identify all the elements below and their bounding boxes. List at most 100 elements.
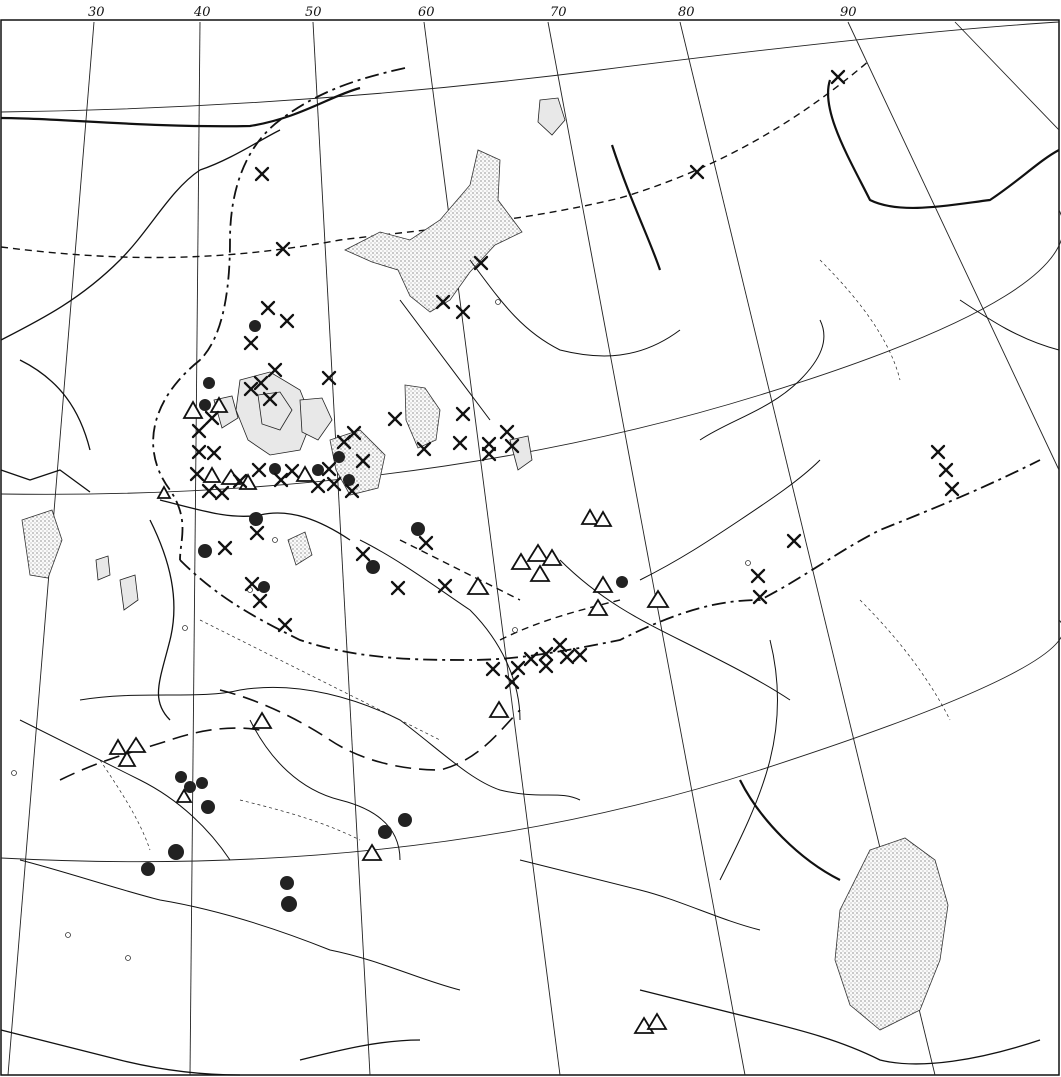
site-dot [366, 560, 380, 574]
site-cross [253, 375, 269, 391]
site-cross [499, 424, 515, 440]
site-cross [523, 651, 539, 667]
small-lakes [95, 97, 566, 611]
lon-label-70: 70 [550, 5, 567, 20]
lon-label-50: 50 [305, 5, 322, 20]
site-cross [452, 435, 468, 451]
site-cross [191, 423, 207, 439]
southeast-outline [639, 989, 1041, 1065]
white-sea [344, 149, 523, 313]
site-cross [251, 462, 267, 478]
site-dot [175, 771, 187, 783]
site-cross [786, 533, 802, 549]
site-cross [267, 362, 283, 378]
site-cross [243, 381, 259, 397]
site-cross [284, 463, 300, 479]
dashed-line-north [0, 59, 871, 259]
graticule-meridians [7, 21, 1060, 1076]
site-cross [275, 241, 291, 257]
cross-markers [189, 69, 960, 690]
site-cross [321, 461, 337, 477]
black-sea-coast [0, 1029, 421, 1076]
site-cross [204, 410, 220, 426]
lon-label-80: 80 [678, 5, 695, 20]
site-cross [481, 446, 497, 462]
caspian-area [834, 837, 949, 1031]
site-cross [214, 485, 230, 501]
site-cross [201, 483, 217, 499]
site-cross [750, 568, 766, 584]
lon-label-60: 60 [418, 5, 435, 20]
open-triangle-markers [108, 396, 670, 1034]
site-cross [944, 481, 960, 497]
site-cross [559, 649, 575, 665]
site-dot [398, 813, 412, 827]
site-cross [344, 483, 360, 499]
site-cross [473, 255, 489, 271]
site-cross [689, 164, 705, 180]
site-dot [269, 463, 281, 475]
site-cross [321, 370, 337, 386]
site-cross [455, 304, 471, 320]
basin-boundaries [610, 79, 1060, 881]
site-dot [312, 464, 324, 476]
site-cross [244, 576, 260, 592]
site-cross [390, 580, 406, 596]
site-cross [326, 476, 342, 492]
site-dot [199, 399, 211, 411]
site-cross [310, 478, 326, 494]
filled-circle-markers [141, 320, 628, 912]
site-cross [191, 444, 207, 460]
scandinavia-coast [0, 129, 281, 493]
lake-finland-small [287, 531, 313, 566]
site-cross [262, 391, 278, 407]
site-cross [930, 444, 946, 460]
site-dot [168, 844, 184, 860]
longitude-labels: 30 40 50 60 70 80 90 [88, 5, 857, 20]
site-cross [455, 406, 471, 422]
site-cross [189, 466, 205, 482]
site-dot [201, 800, 215, 814]
site-dot [249, 320, 261, 332]
site-cross [232, 473, 248, 489]
site-dot [184, 781, 196, 793]
site-cross [243, 335, 259, 351]
site-cross [435, 294, 451, 310]
site-cross [387, 411, 403, 427]
map-border [0, 19, 1060, 1076]
site-cross [552, 637, 568, 653]
site-cross [485, 661, 501, 677]
site-dot [249, 512, 263, 526]
lon-label-40: 40 [193, 5, 211, 20]
northern-coastline [0, 86, 361, 128]
site-cross [752, 589, 768, 605]
site-cross [510, 660, 526, 676]
site-cross [418, 535, 434, 551]
major-rivers [19, 259, 791, 991]
regional-outlines [19, 299, 1060, 861]
site-dot [616, 576, 628, 588]
site-cross [830, 69, 846, 85]
lake-district [213, 371, 333, 456]
minor-rivers [99, 259, 951, 851]
site-cross [504, 438, 520, 454]
site-cross [572, 647, 588, 663]
site-cross [252, 593, 268, 609]
site-cross [277, 617, 293, 633]
site-dot [343, 474, 355, 486]
site-cross [355, 546, 371, 562]
site-cross [416, 441, 432, 457]
site-cross [481, 436, 497, 452]
site-cross [538, 646, 554, 662]
site-dot [378, 825, 392, 839]
site-dot [258, 581, 270, 593]
site-dot [198, 544, 212, 558]
site-cross [437, 578, 453, 594]
lake-finland-west [21, 509, 63, 579]
distribution-boundaries [59, 67, 1041, 781]
site-cross [355, 453, 371, 469]
site-cross [538, 658, 554, 674]
lake-onega [404, 384, 441, 449]
